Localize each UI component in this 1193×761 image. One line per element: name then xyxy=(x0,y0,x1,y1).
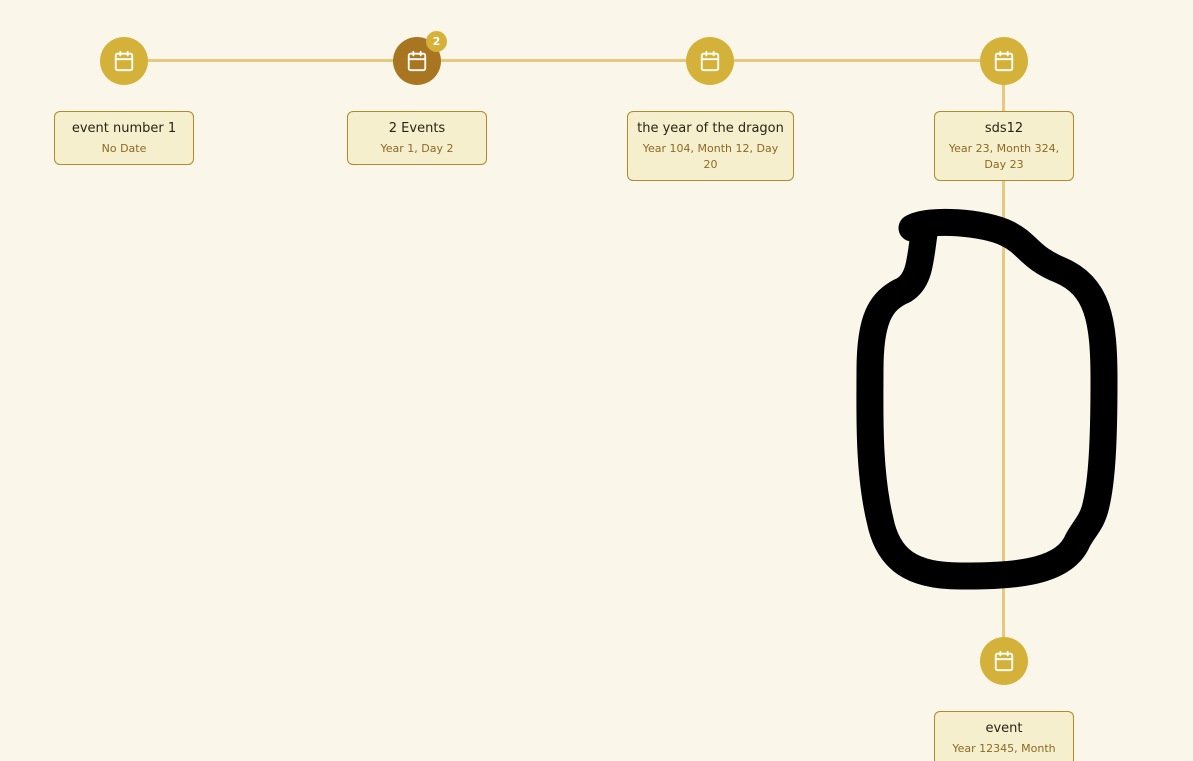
calendar-icon xyxy=(994,650,1014,672)
event-title: sds12 xyxy=(984,121,1024,136)
event-card-1[interactable]: event number 1 No Date xyxy=(54,111,194,165)
event-node-3[interactable] xyxy=(686,37,734,85)
event-title: the year of the dragon xyxy=(637,121,784,136)
event-title: 2 Events xyxy=(388,121,446,136)
event-date: Year 12345, Month xyxy=(952,742,1056,755)
event-date: Year 1, Day 2 xyxy=(380,142,454,155)
event-node-1[interactable] xyxy=(100,37,148,85)
event-date: Year 23, Month 324, Day 23 xyxy=(948,142,1060,171)
event-card-2[interactable]: 2 Events Year 1, Day 2 xyxy=(347,111,487,165)
event-card-5[interactable]: event Year 12345, Month xyxy=(934,711,1074,761)
timeline-connector xyxy=(124,59,1004,62)
event-date: Year 104, Month 12, Day 20 xyxy=(642,142,779,171)
event-node-5[interactable] xyxy=(980,637,1028,685)
event-card-3[interactable]: the year of the dragon Year 104, Month 1… xyxy=(627,111,794,181)
event-title: event number 1 xyxy=(71,121,177,136)
event-title: event xyxy=(985,721,1023,736)
calendar-icon xyxy=(114,50,134,72)
calendar-icon xyxy=(407,50,427,72)
event-node-4[interactable] xyxy=(980,37,1028,85)
event-date: No Date xyxy=(101,142,147,155)
event-group-node[interactable]: 2 xyxy=(393,31,447,85)
event-count-badge: 2 xyxy=(426,31,447,52)
calendar-icon xyxy=(700,50,720,72)
event-card-4[interactable]: sds12 Year 23, Month 324, Day 23 xyxy=(934,111,1074,181)
calendar-icon xyxy=(994,50,1014,72)
